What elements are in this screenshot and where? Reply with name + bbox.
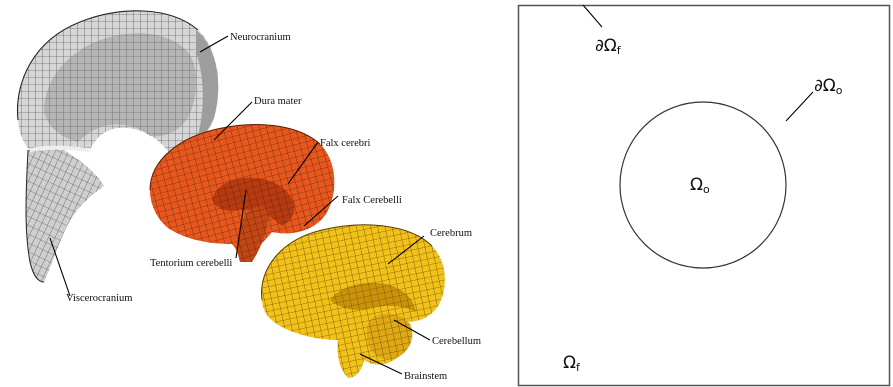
object-boundary-subscript: o bbox=[836, 84, 843, 97]
fluid-boundary-symbol: ∂Ω bbox=[595, 36, 617, 56]
tentorium-cerebelli-label: Tentorium cerebelli bbox=[150, 258, 232, 269]
falx-cerebelli-label: Falx Cerebelli bbox=[342, 195, 402, 206]
dura-mater-label: Dura mater bbox=[254, 96, 302, 107]
cerebellum-label: Cerebellum bbox=[432, 336, 481, 347]
viscerocranium-label: Viscerocranium bbox=[66, 293, 132, 304]
neurocranium-mesh bbox=[18, 11, 219, 154]
object-domain-symbol: Ω bbox=[690, 175, 703, 195]
domain-schematic-panel: ∂Ωf ∂Ωo Ωo Ωf bbox=[519, 5, 890, 386]
fluid-domain-symbol: Ω bbox=[563, 353, 576, 373]
brain-mesh bbox=[262, 225, 445, 378]
neurocranium-label: Neurocranium bbox=[230, 32, 291, 43]
cerebrum-label: Cerebrum bbox=[430, 228, 472, 239]
object-domain-subscript: o bbox=[703, 183, 710, 196]
brainstem-label: Brainstem bbox=[404, 371, 447, 382]
viscerocranium-mesh bbox=[26, 147, 104, 282]
head-model-panel: Neurocranium Dura mater Falx cerebri Fal… bbox=[18, 11, 481, 382]
falx-cerebri-label: Falx cerebri bbox=[320, 138, 371, 149]
viscerocranium-leader bbox=[50, 238, 70, 296]
object-boundary-symbol: ∂Ω bbox=[814, 76, 836, 96]
